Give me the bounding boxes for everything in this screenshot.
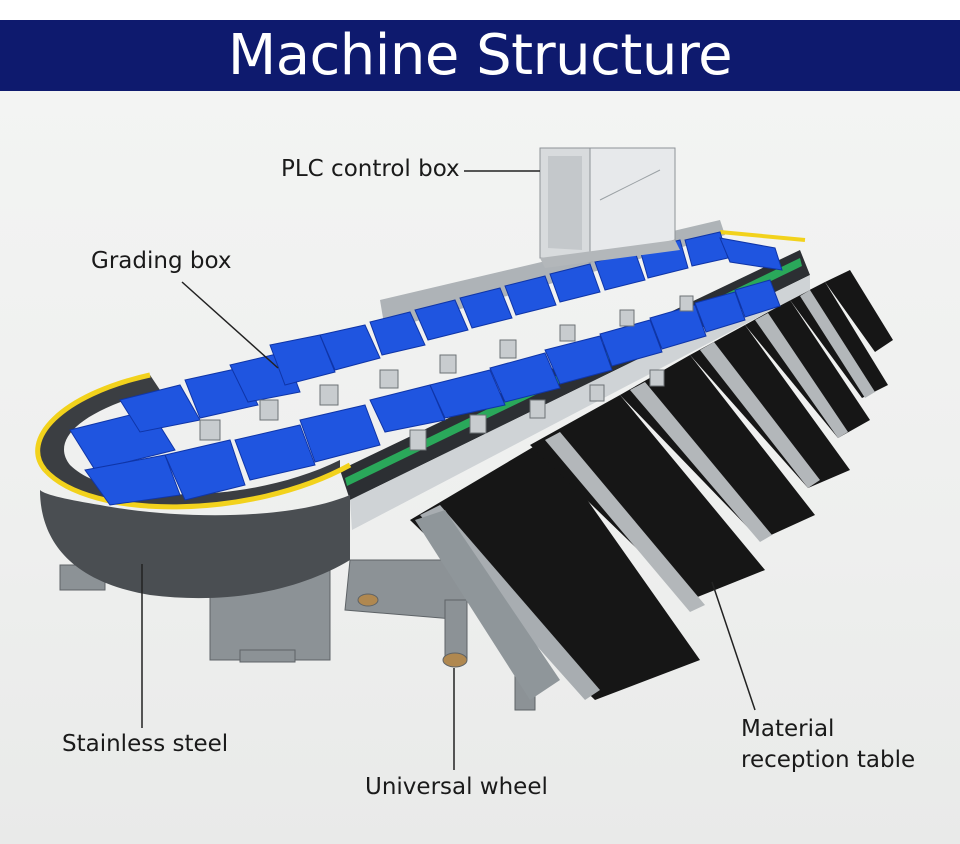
grading-boxes: [69, 231, 783, 506]
leader-lines: [141, 170, 756, 770]
material-reception-table-label-line1: Material: [741, 716, 835, 742]
stainless-steel-label: Stainless steel: [62, 731, 229, 757]
page-title: Machine Structure: [227, 23, 733, 88]
plc-control-box: [539, 147, 680, 268]
grading-machine-illustration: [35, 147, 893, 770]
material-reception-table: [410, 270, 893, 700]
machine-photo: PLC control box Grading box Stainless st…: [0, 91, 960, 844]
universal-wheel-label: Universal wheel: [365, 774, 548, 800]
plc-control-box-label: PLC control box: [281, 156, 460, 182]
material-reception-table-label-line2: reception table: [741, 747, 916, 773]
grading-box-label: Grading box: [91, 248, 232, 274]
weighing-units: [199, 295, 694, 451]
title-banner: Machine Structure: [0, 20, 960, 91]
